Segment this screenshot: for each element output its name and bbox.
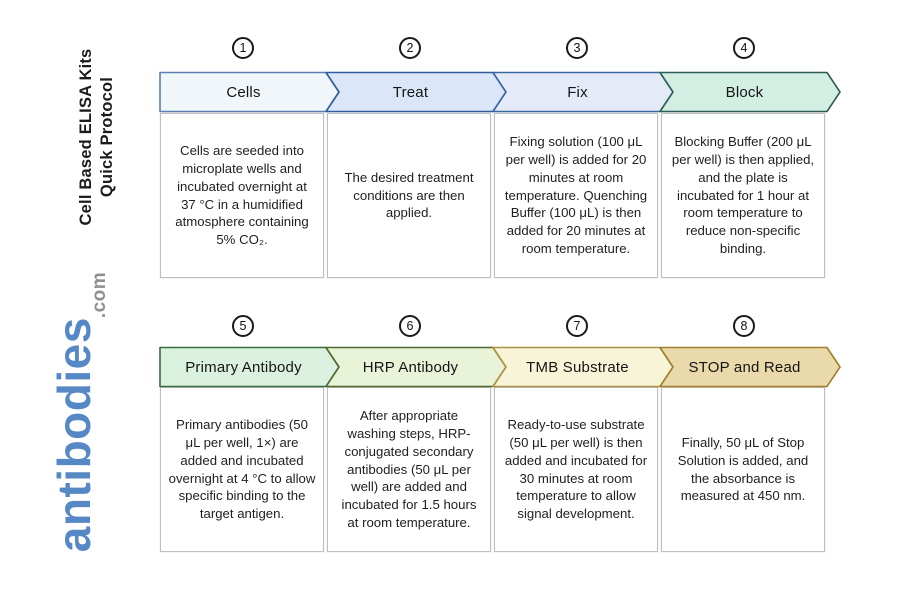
process-arrow-row-2 <box>159 346 841 388</box>
step-description-box: Primary antibodies (50 μL per well, 1×) … <box>160 387 324 552</box>
page-title: Cell Based ELISA Kits Quick Protocol <box>75 21 119 253</box>
step-arrow-label: STOP and Read <box>688 358 801 376</box>
step-arrow-label: HRP Antibody <box>362 358 459 376</box>
step-number: 6 <box>406 319 414 333</box>
step-description-box: Ready-to-use substrate (50 μL per well) … <box>494 387 658 552</box>
step-arrow-label: Fix <box>567 83 588 101</box>
step-number: 8 <box>740 319 748 333</box>
step-arrow-block <box>659 71 841 113</box>
step-number: 5 <box>239 319 247 333</box>
step-description: After appropriate washing steps, HRP-con… <box>341 407 477 531</box>
step-arrow-stop-and-read <box>659 346 841 388</box>
step-description: Finally, 50 μL of Stop Solution is added… <box>677 434 809 504</box>
step-circle-4: 4 <box>733 37 755 59</box>
page-title-line2: Quick Protocol <box>98 76 116 198</box>
page-title-line1: Cell Based ELISA Kits <box>76 48 95 226</box>
step-circle-5: 5 <box>232 315 254 337</box>
step-description-box: The desired treatment conditions are the… <box>327 113 491 278</box>
step-description: The desired treatment conditions are the… <box>344 169 474 221</box>
step-circle-8: 8 <box>733 315 755 337</box>
step-number: 1 <box>239 41 247 55</box>
brand-logo: antibodies .com <box>47 240 137 584</box>
step-arrow-label: Treat <box>392 83 429 101</box>
process-arrow-row-1 <box>159 71 841 113</box>
step-description: Ready-to-use substrate (50 μL per well) … <box>504 416 648 522</box>
step-description-box: Finally, 50 μL of Stop Solution is added… <box>661 387 825 552</box>
step-description: Blocking Buffer (200 μL per well) is the… <box>671 133 815 257</box>
step-description-box: After appropriate washing steps, HRP-con… <box>327 387 491 552</box>
step-circle-2: 2 <box>399 37 421 59</box>
step-description: Primary antibodies (50 μL per well, 1×) … <box>168 416 316 522</box>
logo-text: antibodies <box>48 317 100 553</box>
logo-domain-suffix: .com <box>89 271 110 319</box>
step-number: 2 <box>406 41 414 55</box>
step-arrow-label: Primary Antibody <box>185 358 302 376</box>
step-circle-6: 6 <box>399 315 421 337</box>
step-number: 4 <box>740 41 748 55</box>
step-circle-3: 3 <box>566 37 588 59</box>
step-description-box: Blocking Buffer (200 μL per well) is the… <box>661 113 825 278</box>
step-arrow-label: Cells <box>226 83 261 101</box>
step-arrow-label: Block <box>725 83 764 101</box>
step-circle-7: 7 <box>566 315 588 337</box>
step-description: Fixing solution (100 μL per well) is add… <box>504 133 648 257</box>
step-circle-1: 1 <box>232 37 254 59</box>
step-number: 3 <box>573 41 581 55</box>
step-number: 7 <box>573 319 581 333</box>
step-arrow-label: TMB Substrate <box>526 358 629 376</box>
step-description: Cells are seeded into microplate wells a… <box>175 142 309 248</box>
step-description-box: Fixing solution (100 μL per well) is add… <box>494 113 658 278</box>
step-description-box: Cells are seeded into microplate wells a… <box>160 113 324 278</box>
